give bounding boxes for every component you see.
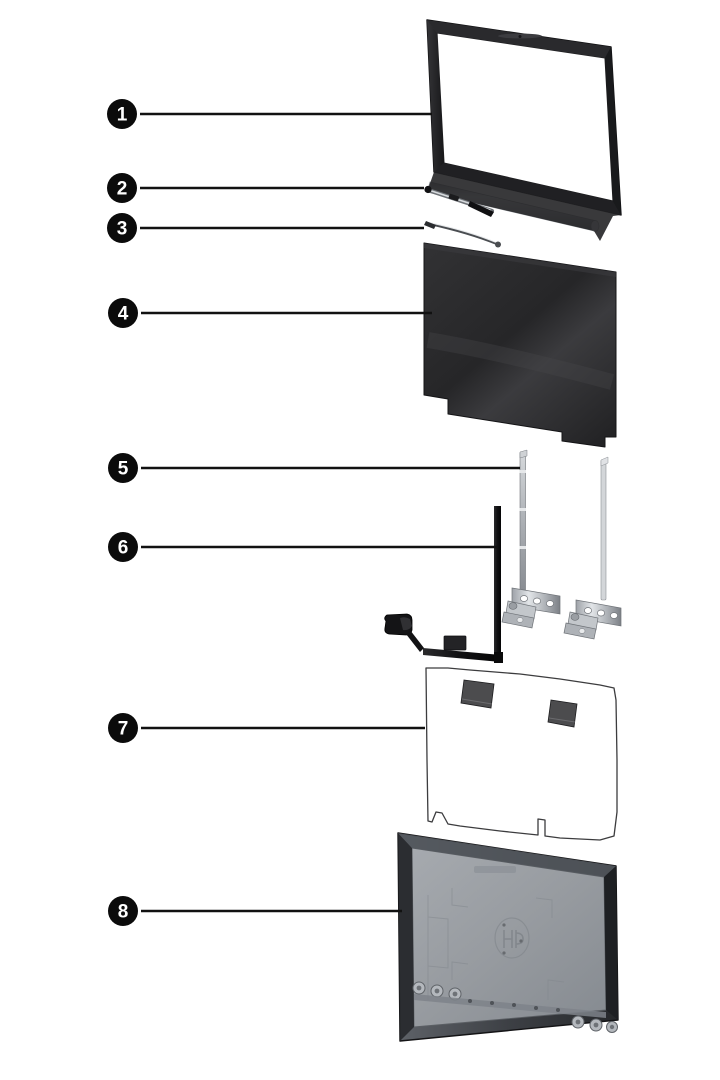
display-cable-connector-neck [406, 630, 424, 652]
bezel-lower-lip [427, 172, 621, 241]
callout-badges-group: 1 2 3 4 5 6 7 8 [107, 99, 138, 926]
callout-circle-1 [107, 99, 137, 129]
hinge-left [501, 449, 561, 629]
hinge-left-base-hole [516, 617, 524, 623]
hinge-boss-1-hole [416, 985, 422, 991]
hinge-boss-5-hole [593, 1022, 599, 1028]
antenna-patch-left-seam [461, 698, 493, 705]
antenna-patch-right [547, 699, 578, 728]
callout-label-2: 2 [117, 179, 128, 200]
display-panel-sheen [426, 332, 615, 390]
callout-badge-5[interactable]: 5 [108, 453, 138, 483]
hp-logo-ring [494, 917, 530, 959]
part-display-bezel [426, 19, 622, 241]
hinge-left-arm [519, 451, 526, 601]
hinge-right [563, 456, 622, 640]
hp-logo-dot-top [502, 923, 506, 927]
hp-logo-letters [503, 930, 524, 948]
callout-label-1: 1 [117, 105, 128, 126]
hinge-left-notch-b [519, 508, 526, 511]
back-cover-bottom-screws [468, 999, 560, 1012]
callout-label-3: 3 [117, 219, 128, 240]
hinge-left-notch-c [519, 546, 526, 549]
hinge-left-notch-a [519, 470, 526, 473]
hinge-left-arm-tip [519, 449, 528, 459]
part-antenna-cable [424, 221, 501, 248]
callout-label-6: 6 [118, 538, 129, 559]
part-antenna-sheet [425, 667, 618, 841]
camera-module-right-tab [468, 201, 494, 217]
display-cable-connector-latch [400, 617, 412, 631]
camera-module-left-connector [424, 185, 432, 194]
hp-logo-emboss-icon [494, 917, 530, 959]
hinge-right-screw-hole-2 [597, 609, 605, 617]
callout-label-5: 5 [118, 459, 129, 480]
display-panel-top-edge [424, 243, 616, 277]
callout-badge-2[interactable]: 2 [107, 173, 137, 203]
display-panel-body [423, 242, 617, 448]
back-cover-internal-ribs [427, 888, 565, 1000]
back-cover-top-wall [398, 833, 616, 877]
antenna-cable-right-terminal [495, 241, 501, 248]
bezel-bottom-rail [434, 163, 621, 215]
callout-circle-5 [108, 453, 138, 483]
hinge-boss-3-hole [452, 991, 458, 997]
hinge-left-pivot-barrel [508, 602, 518, 610]
callout-circle-6 [108, 532, 138, 562]
hinge-right-base-hole [578, 628, 586, 634]
callout-circle-3 [107, 213, 137, 243]
back-cover-camera-housing [474, 866, 516, 873]
callout-circle-7 [108, 713, 138, 743]
part-display-back-cover [397, 832, 619, 1042]
hinge-left-screw-hole-2 [533, 597, 541, 605]
part-display-panel [423, 242, 617, 448]
antenna-cable-left-terminal [424, 221, 436, 229]
hinge-right-screw-hole-1 [584, 607, 592, 614]
camera-lens-block [448, 193, 460, 202]
callout-badge-3[interactable]: 3 [107, 213, 137, 243]
part-camera-microphone-module [424, 185, 495, 217]
hp-logo-dot-right [519, 939, 523, 943]
hinge-right-arm [600, 459, 607, 601]
antenna-sheet-outline [425, 667, 618, 841]
callout-label-7: 7 [118, 719, 129, 740]
bezel-top-rail [427, 20, 611, 58]
display-cable-corner [494, 652, 503, 663]
callout-badge-8[interactable]: 8 [108, 896, 138, 926]
antenna-cable-wire [428, 222, 499, 246]
back-cover-left-wall [398, 833, 414, 1041]
bezel-left-rail [427, 20, 444, 172]
callout-circle-4 [108, 298, 138, 328]
display-cable-vertical-run [494, 506, 501, 659]
hinge-right-arm-tip [600, 456, 609, 467]
callout-badge-7[interactable]: 7 [108, 713, 138, 743]
part-display-hinges [501, 449, 622, 640]
hinge-left-screw-hole-3 [546, 600, 554, 607]
hinge-boss-4-hole [575, 1019, 581, 1025]
callout-circle-8 [108, 896, 138, 926]
callout-label-4: 4 [118, 304, 129, 325]
antenna-patch-right-seam [548, 717, 576, 723]
antenna-cable-highlight [430, 222, 497, 243]
callout-badge-4[interactable]: 4 [108, 298, 138, 328]
callout-badge-1[interactable]: 1 [107, 99, 137, 129]
back-cover-right-wall [604, 866, 618, 1020]
webcam-lens-icon [518, 35, 522, 38]
part-display-cable [384, 506, 503, 663]
hinge-boss-2-hole [434, 988, 440, 994]
back-cover-hinge-bosses [412, 981, 618, 1033]
hinge-boss-6-hole [609, 1024, 615, 1030]
display-cable-horizontal-run [423, 648, 501, 662]
callout-badge-6[interactable]: 6 [108, 532, 138, 562]
callout-circle-2 [107, 173, 137, 203]
callout-label-8: 8 [118, 902, 129, 923]
antenna-patch-left [460, 679, 495, 709]
display-cable-tape-block [443, 635, 467, 651]
hinge-left-screw-hole-1 [520, 595, 528, 602]
hinge-right-screw-hole-3 [610, 612, 618, 619]
hinge-right-pivot-barrel [570, 613, 580, 621]
hp-logo-dot-bottom [502, 951, 506, 955]
leader-lines-group [140, 112, 520, 913]
bezel-right-rail [605, 47, 621, 215]
